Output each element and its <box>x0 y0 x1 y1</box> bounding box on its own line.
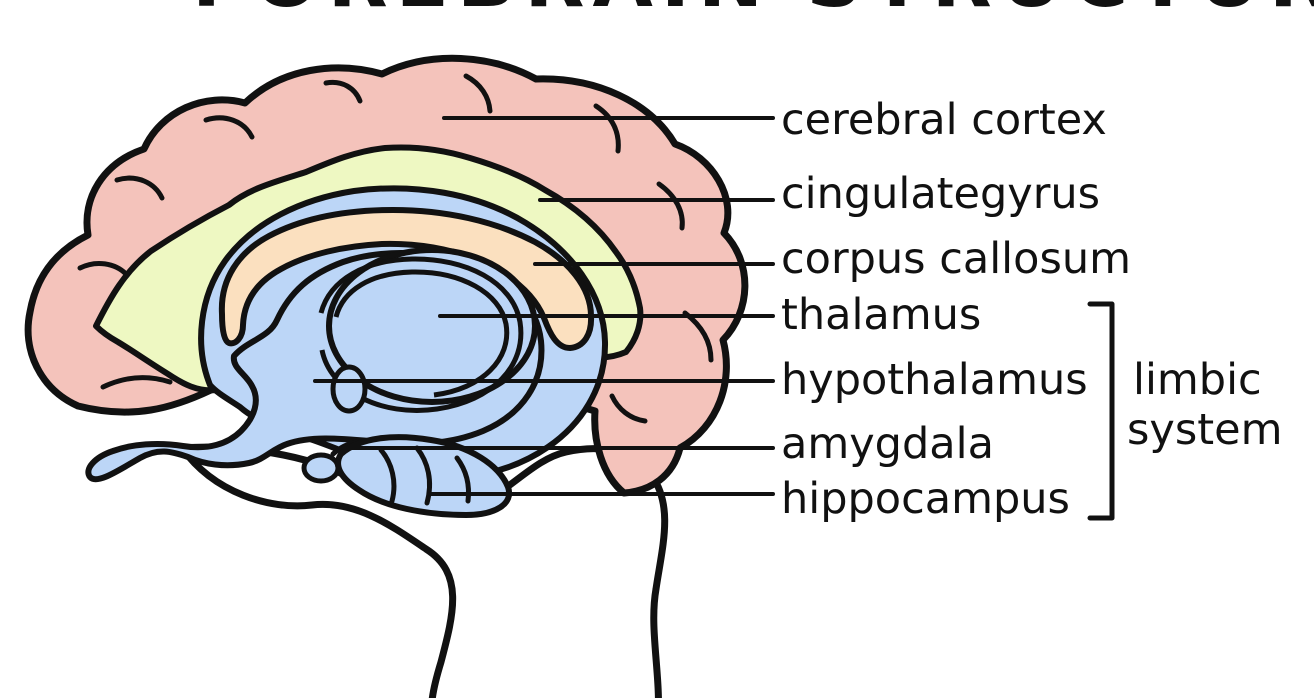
hypothalamus-label: hypothalamus <box>781 355 1088 405</box>
cingulate-gyrus-label: cingulategyrus <box>781 169 1100 219</box>
thalamus-label: thalamus <box>781 290 981 340</box>
page-title: FOREBRAIN STRUCTURES <box>192 0 1314 25</box>
amygdala-label: amygdala <box>781 419 994 469</box>
corpus-callosum-label: corpus callosum <box>781 234 1131 284</box>
limbic-label-line2: system <box>1127 405 1282 455</box>
cerebral-cortex-label: cerebral cortex <box>781 95 1107 145</box>
thalamus-outline <box>326 247 538 405</box>
corpus-callosum-region <box>218 207 595 351</box>
limbic-label-line1: limbic <box>1133 355 1262 405</box>
hippocampus-label: hippocampus <box>781 474 1070 524</box>
limbic-system-bracket <box>1087 301 1115 521</box>
